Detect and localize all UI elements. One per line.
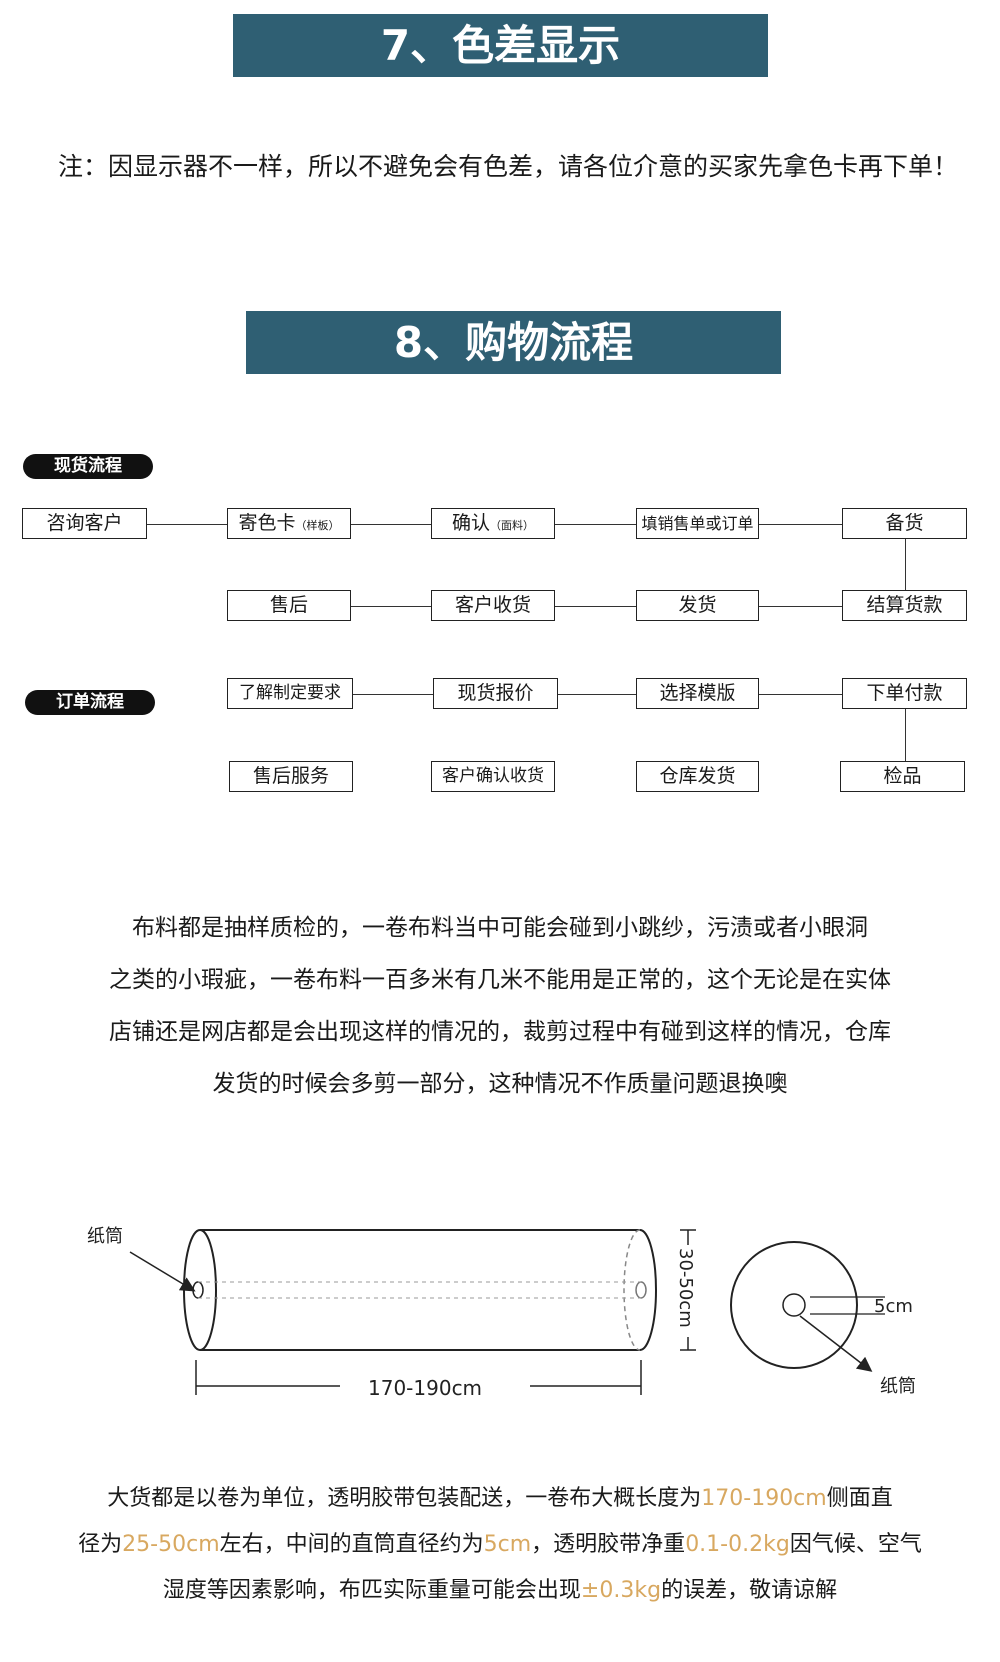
core-label: 5cm	[874, 1296, 913, 1317]
flow-step: 售后	[227, 590, 351, 621]
connector	[350, 606, 432, 607]
connector	[758, 694, 843, 695]
quality-note-line: 布料都是抽样质检的，一卷布料当中可能会碰到小跳纱，污渍或者小眼洞	[132, 915, 868, 941]
connector	[146, 524, 228, 525]
connector	[905, 538, 906, 594]
length-label: 170-190cm	[368, 1376, 482, 1400]
quality-note-line: 发货的时候会多剪一部分，这种情况不作质量问题退换噢	[212, 1071, 788, 1097]
shipping-note-line: 湿度等因素影响，布匹实际重量可能会出现±0.3kg的误差，敬请谅解	[162, 1578, 838, 1603]
flow-step: 发货	[636, 590, 759, 621]
diameter-label: 30-50cm	[675, 1248, 696, 1328]
connector	[350, 524, 432, 525]
connector	[554, 524, 636, 525]
flow-step: 寄色卡（样板）	[227, 508, 351, 539]
tube-label-right: 纸筒	[880, 1376, 916, 1397]
flow-step: 选择模版	[636, 678, 759, 709]
connector	[905, 708, 906, 764]
section-title-color: 7、色差显示	[233, 14, 768, 77]
flow-step: 下单付款	[842, 678, 967, 709]
connector	[758, 606, 843, 607]
flow-step: 客户收货	[431, 590, 555, 621]
flow-step: 填销售单或订单	[636, 508, 759, 539]
order-flow-label: 订单流程	[25, 690, 155, 715]
connector	[557, 694, 637, 695]
shipping-note-line: 径为25-50cm左右，中间的直筒直径约为5cm，透明胶带净重0.1-0.2kg…	[78, 1532, 922, 1557]
flow-step: 确认（面料）	[431, 508, 555, 539]
quality-note-line: 之类的小瑕疵，一卷布料一百多米有几米不能用是正常的，这个无论是在实体	[109, 967, 891, 993]
flow-step: 仓库发货	[636, 761, 759, 792]
tube-label-left: 纸筒	[87, 1226, 123, 1247]
flow-step: 备货	[842, 508, 967, 539]
connector	[758, 524, 843, 525]
connector	[352, 694, 434, 695]
color-note: 注：因显示器不一样，所以不避免会有色差，请各位介意的买家先拿色卡再下单！	[58, 152, 959, 181]
quality-note-line: 店铺还是网店都是会出现这样的情况的，裁剪过程中有碰到这样的情况，仓库	[109, 1019, 891, 1045]
flow-step: 咨询客户	[22, 508, 147, 539]
flow-step: 检品	[840, 761, 965, 792]
flow-step: 售后服务	[229, 761, 353, 792]
flow-step: 客户确认收货	[431, 761, 555, 792]
section-title-process: 8、购物流程	[246, 311, 781, 374]
shipping-note-line: 大货都是以卷为单位，透明胶带包装配送，一卷布大概长度为170-190cm侧面直	[107, 1486, 893, 1511]
fabric-roll-diagram: 纸筒 30-50cm 170-190cm 5cm 纸筒	[87, 1226, 916, 1400]
stock-flow-label: 现货流程	[23, 454, 153, 479]
flow-step: 了解制定要求	[227, 678, 353, 709]
connector	[554, 606, 636, 607]
flow-step: 现货报价	[433, 678, 558, 709]
flow-step: 结算货款	[842, 590, 967, 621]
